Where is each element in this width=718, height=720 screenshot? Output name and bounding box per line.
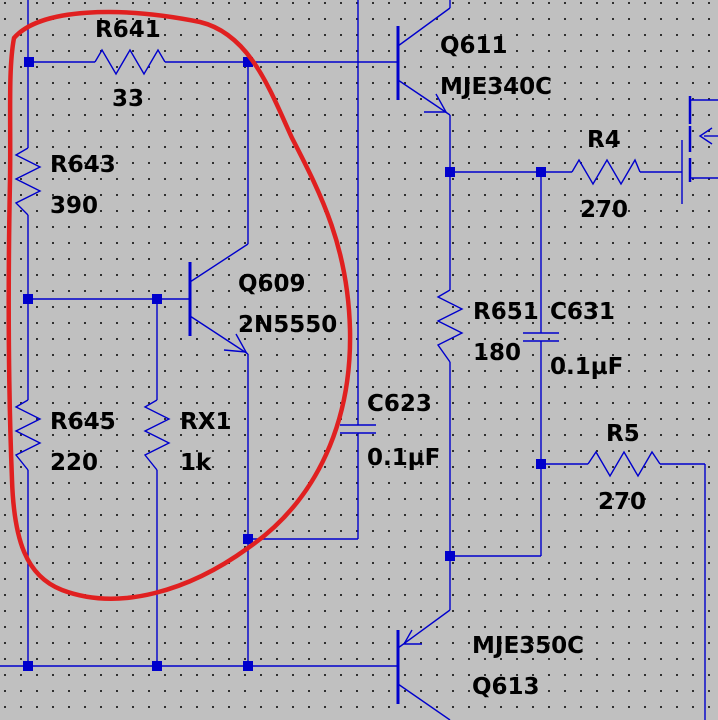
label-rx1-value: 1k [180, 450, 212, 476]
resistor-r645[interactable] [14, 399, 42, 471]
transistors [188, 0, 718, 720]
node-bottom-left [23, 661, 33, 671]
label-r5-value: 270 [598, 489, 646, 515]
q609-emitter-arrow-icon [223, 333, 248, 353]
node-bottom-q609 [243, 661, 253, 671]
transistor-q611[interactable] [396, 0, 451, 116]
label-q613-value: MJE350C [472, 633, 584, 659]
label-q611-value: MJE340C [440, 74, 552, 100]
q611-emitter-arrow-icon [424, 93, 448, 113]
resistors [14, 48, 661, 478]
junction-nodes [23, 57, 546, 671]
label-r645-ref: R645 [50, 409, 116, 435]
capacitors [340, 332, 559, 434]
node-r5 [536, 459, 546, 469]
label-r645-value: 220 [50, 450, 98, 476]
node-r641-right [243, 57, 253, 67]
output-fet-arrow-icon [698, 127, 713, 145]
node-q609-base-right [152, 294, 162, 304]
label-c623-ref: C623 [367, 391, 432, 417]
label-r651-value: 180 [473, 340, 521, 366]
transistor-q613[interactable] [396, 609, 451, 720]
resistor-r643[interactable] [14, 147, 42, 216]
labels: R641 33 R643 390 R645 220 RX1 1k Q609 2N… [50, 17, 646, 700]
label-r651-ref: R651 [473, 299, 539, 325]
q613-emitter-arrow-icon [402, 629, 422, 645]
capacitor-c623[interactable] [340, 424, 376, 434]
label-r4-ref: R4 [587, 127, 621, 153]
red-annotation-loop [6, 9, 353, 601]
label-r641-value: 33 [112, 86, 144, 112]
node-q609-emitter [243, 534, 253, 544]
label-r643-ref: R643 [50, 152, 116, 178]
label-q609-ref: Q609 [238, 271, 306, 297]
node-q609-base-left [23, 294, 33, 304]
label-r643-value: 390 [50, 193, 98, 219]
node-bottom-rx1 [152, 661, 162, 671]
label-c631-value: 0.1µF [550, 354, 623, 380]
node-r651-bottom [445, 551, 455, 561]
label-q609-value: 2N5550 [238, 312, 337, 338]
label-r641-ref: R641 [95, 17, 161, 43]
resistor-r641[interactable] [94, 48, 166, 76]
label-rx1-ref: RX1 [180, 409, 231, 435]
capacitor-c631[interactable] [523, 332, 559, 342]
label-c631-ref: C631 [550, 299, 615, 325]
label-r4-value: 270 [580, 197, 628, 223]
label-r5-ref: R5 [606, 421, 640, 447]
node-c631-top [536, 167, 546, 177]
resistor-r651[interactable] [436, 289, 464, 363]
resistor-rx1[interactable] [143, 399, 171, 471]
node-q611-emitter [445, 167, 455, 177]
label-q613-ref: Q613 [472, 674, 540, 700]
transistor-q609[interactable] [188, 243, 249, 355]
resistor-r4[interactable] [571, 158, 641, 186]
label-c623-value: 0.1µF [367, 445, 440, 471]
transistor-output-partial[interactable] [681, 96, 718, 204]
label-q611-ref: Q611 [440, 33, 508, 59]
node-r641-left [24, 57, 34, 67]
resistor-r5[interactable] [587, 450, 661, 478]
